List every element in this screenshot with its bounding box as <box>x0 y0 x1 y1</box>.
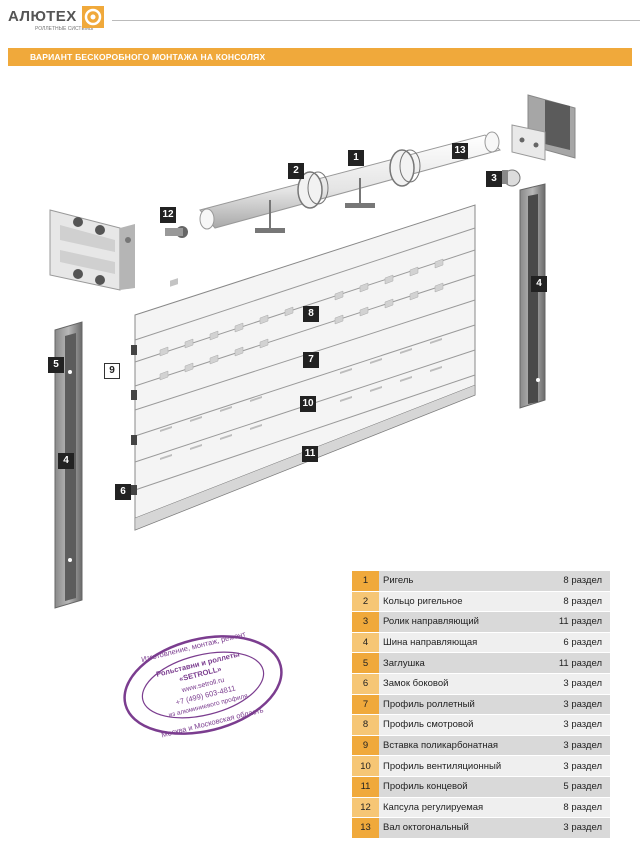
right-guide-rail <box>519 183 546 409</box>
part-name: Кольцо ригельное <box>379 591 522 612</box>
part-name: Профиль концевой <box>379 776 522 797</box>
part-number: 9 <box>352 735 379 756</box>
part-number: 10 <box>352 756 379 776</box>
part-name: Вал октогональный <box>379 818 522 838</box>
part-number: 11 <box>352 776 379 797</box>
part-section: 8 раздел <box>522 591 610 612</box>
callout-7: 7 <box>303 352 319 368</box>
part-name: Капсула регулируемая <box>379 797 522 818</box>
part-section: 11 раздел <box>522 653 610 673</box>
part-section: 3 раздел <box>522 818 610 838</box>
brand-name: АЛЮТЕХ <box>8 8 77 25</box>
part-name: Замок боковой <box>379 673 522 694</box>
dealer-stamp: Изготовление, монтаж, ремонт Рольставни … <box>123 632 283 738</box>
part-section: 6 раздел <box>522 632 610 653</box>
part-number: 2 <box>352 591 379 612</box>
part-section: 8 раздел <box>522 797 610 818</box>
part-name: Вставка поликарбонатная <box>379 735 522 756</box>
part-name: Ролик направляющий <box>379 612 522 632</box>
part-number: 6 <box>352 673 379 694</box>
part-number: 5 <box>352 653 379 673</box>
part-name: Профиль роллетный <box>379 694 522 715</box>
part-name: Ригель <box>379 571 522 591</box>
callout-6: 6 <box>115 484 131 500</box>
brand-subtitle: роллетные системы <box>35 26 94 32</box>
part-number: 13 <box>352 818 379 838</box>
part-name: Заглушка <box>379 653 522 673</box>
guide-roller <box>502 169 521 187</box>
part-number: 12 <box>352 797 379 818</box>
callout-4-left: 4 <box>58 453 74 469</box>
part-section: 3 раздел <box>522 756 610 776</box>
callout-13: 13 <box>452 143 468 159</box>
header-rule <box>112 20 640 21</box>
brand-mark-icon <box>82 6 104 28</box>
callout-2: 2 <box>288 163 304 179</box>
part-number: 4 <box>352 632 379 653</box>
part-name: Профиль смотровой <box>379 715 522 735</box>
part-number: 1 <box>352 571 379 591</box>
section-banner: ВАРИАНТ БЕСКОРОБНОГО МОНТАЖА НА КОНСОЛЯХ <box>8 48 632 66</box>
part-section: 5 раздел <box>522 776 610 797</box>
callout-4-right: 4 <box>531 276 547 292</box>
callout-5: 5 <box>48 357 64 373</box>
callout-8: 8 <box>303 306 319 322</box>
callout-3: 3 <box>486 171 502 187</box>
part-section: 11 раздел <box>522 612 610 632</box>
brand-logo: АЛЮТЕХ роллетные системы <box>8 6 108 40</box>
part-section: 3 раздел <box>522 715 610 735</box>
part-name: Профиль вентиляционный <box>379 756 522 776</box>
callout-11: 11 <box>302 446 318 462</box>
part-section: 3 раздел <box>522 735 610 756</box>
part-section: 3 раздел <box>522 673 610 694</box>
right-console-bracket <box>511 94 576 161</box>
part-section: 8 раздел <box>522 571 610 591</box>
callout-9: 9 <box>104 363 120 379</box>
banner-title: ВАРИАНТ БЕСКОРОБНОГО МОНТАЖА НА КОНСОЛЯХ <box>30 52 266 62</box>
callout-12: 12 <box>160 207 176 223</box>
left-console-bracket <box>49 209 135 291</box>
part-number: 3 <box>352 612 379 632</box>
part-section: 3 раздел <box>522 694 610 715</box>
part-number: 7 <box>352 694 379 715</box>
part-name: Шина направляющая <box>379 632 522 653</box>
callout-10: 10 <box>300 396 316 412</box>
adjustable-capsule <box>165 226 188 238</box>
octagonal-shaft <box>199 131 501 233</box>
part-number: 8 <box>352 715 379 735</box>
callout-1: 1 <box>348 150 364 166</box>
